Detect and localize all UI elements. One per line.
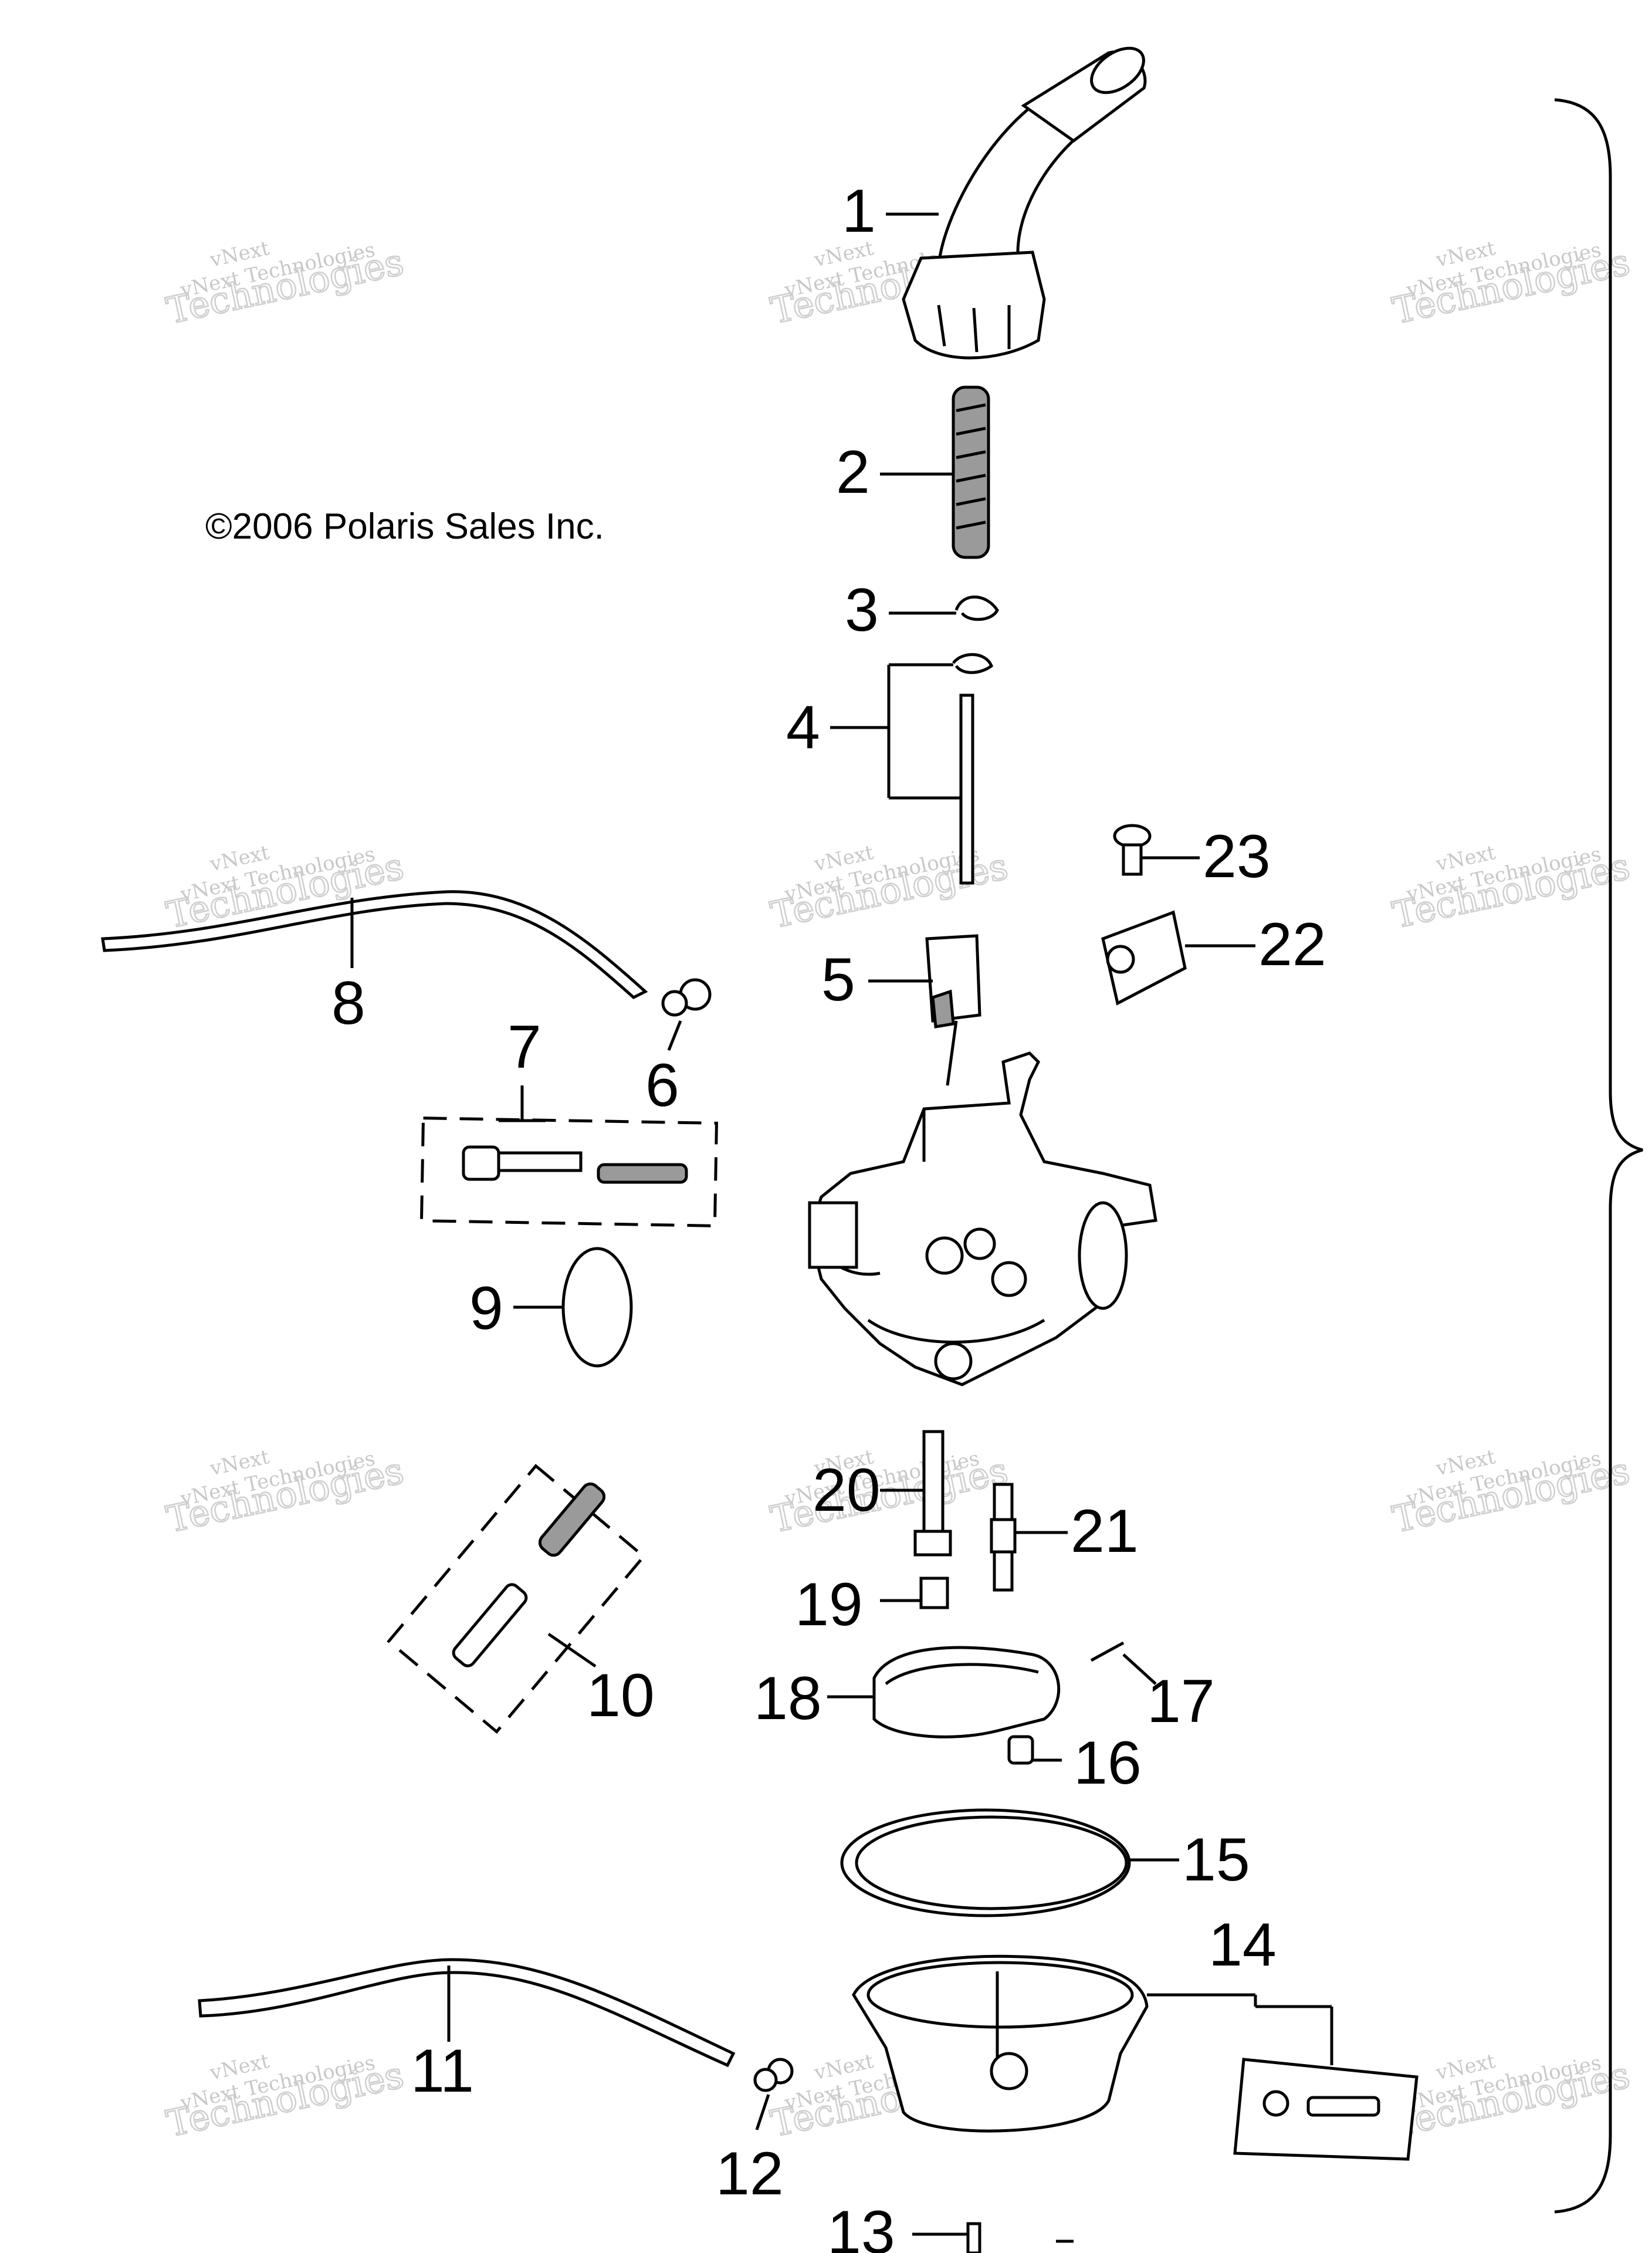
svg-text:Technologies: Technologies bbox=[1389, 1449, 1634, 1541]
svg-text:Technologies: Technologies bbox=[1389, 2054, 1634, 2146]
callout-15: 15 bbox=[1182, 1826, 1250, 1894]
assembly-bracket bbox=[1554, 98, 1643, 2214]
svg-text:Technologies: Technologies bbox=[1389, 241, 1634, 333]
callout-23: 23 bbox=[1203, 823, 1271, 891]
part-19-jet-holder bbox=[880, 1577, 949, 1609]
callout-17: 17 bbox=[1147, 1667, 1215, 1736]
part-7-pilot-screw-kit bbox=[419, 1085, 719, 1227]
part-20-main-jet bbox=[880, 1430, 952, 1557]
callout-3: 3 bbox=[845, 576, 879, 644]
callout-2: 2 bbox=[836, 438, 870, 506]
part-2-spring bbox=[952, 385, 990, 559]
watermark: vNext vNext Technologies Technologies bbox=[162, 2049, 408, 2146]
part-8-fuel-hose bbox=[101, 890, 648, 999]
watermark: vNext vNext Technologies Technologies bbox=[1388, 236, 1634, 333]
part-16-float-valve bbox=[1007, 1735, 1062, 1765]
watermark: vNext vNext Technologies Technologies bbox=[162, 236, 408, 333]
callout-18: 18 bbox=[754, 1665, 822, 1733]
part-13-drain-screw bbox=[912, 2222, 1074, 2253]
part-9-o-ring bbox=[561, 1247, 633, 1368]
callout-9: 9 bbox=[469, 1274, 503, 1342]
watermark: vNext vNext Technologies Technologies bbox=[162, 1445, 408, 1541]
part-12-hose-clamp bbox=[753, 2058, 794, 2130]
watermark: vNext vNext Technologies Technologies bbox=[766, 1445, 1012, 1541]
copyright-text: ©2006 Polaris Sales Inc. bbox=[205, 506, 604, 547]
callout-12: 12 bbox=[716, 2140, 784, 2208]
part-23-screw bbox=[1113, 824, 1200, 876]
part-6-hose-clamp bbox=[661, 978, 712, 1051]
part-5-throttle-slide bbox=[868, 934, 981, 1029]
callout-4: 4 bbox=[786, 694, 820, 762]
svg-text:Technologies: Technologies bbox=[1389, 845, 1634, 937]
part-11-overflow-hose bbox=[198, 1958, 736, 2068]
part-14-float-bowl bbox=[852, 1954, 1419, 2161]
callout-13: 13 bbox=[827, 2198, 895, 2253]
watermark: vNext vNext Technologies Technologies bbox=[1388, 1445, 1634, 1541]
part-3-clip bbox=[954, 596, 999, 621]
part-4-jet-needle bbox=[830, 653, 994, 885]
callout-labels: 1 2 3 4 5 6 7 8 9 10 11 12 13 14 15 16 1… bbox=[331, 177, 1326, 2253]
part-1-elbow-cap bbox=[902, 46, 1147, 360]
svg-text:Technologies: Technologies bbox=[163, 1449, 408, 1541]
carburetor-body bbox=[808, 1020, 1157, 1386]
callout-14: 14 bbox=[1208, 1911, 1277, 1979]
callout-7: 7 bbox=[507, 1013, 541, 1081]
svg-text:Technologies: Technologies bbox=[767, 845, 1012, 937]
part-22-cable-bracket bbox=[1101, 910, 1255, 1006]
callout-20: 20 bbox=[813, 1456, 881, 1524]
callout-11: 11 bbox=[411, 2037, 474, 2105]
callout-5: 5 bbox=[821, 946, 855, 1014]
callout-1: 1 bbox=[842, 177, 876, 245]
svg-text:Technologies: Technologies bbox=[163, 241, 408, 333]
callout-21: 21 bbox=[1071, 1497, 1139, 1565]
callout-16: 16 bbox=[1074, 1729, 1142, 1797]
part-15-gasket bbox=[840, 1808, 1179, 1917]
part-10-idle-screw-kit bbox=[387, 1463, 646, 1734]
callout-10: 10 bbox=[587, 1662, 655, 1730]
watermark: vNext vNext Technologies Technologies bbox=[1388, 2049, 1634, 2146]
part-21-needle-jet bbox=[990, 1483, 1068, 1592]
callout-6: 6 bbox=[645, 1051, 679, 1119]
callout-8: 8 bbox=[331, 969, 365, 1037]
svg-text:Technologies: Technologies bbox=[163, 2054, 408, 2146]
callout-19: 19 bbox=[795, 1571, 863, 1639]
svg-text:Technologies: Technologies bbox=[767, 1449, 1012, 1541]
leader-lines bbox=[880, 212, 956, 615]
part-18-float bbox=[827, 1646, 1061, 1738]
part-17-float-pin bbox=[1090, 1641, 1157, 1685]
watermark: vNext vNext Technologies Technologies bbox=[1388, 841, 1634, 937]
callout-22: 22 bbox=[1258, 911, 1326, 979]
